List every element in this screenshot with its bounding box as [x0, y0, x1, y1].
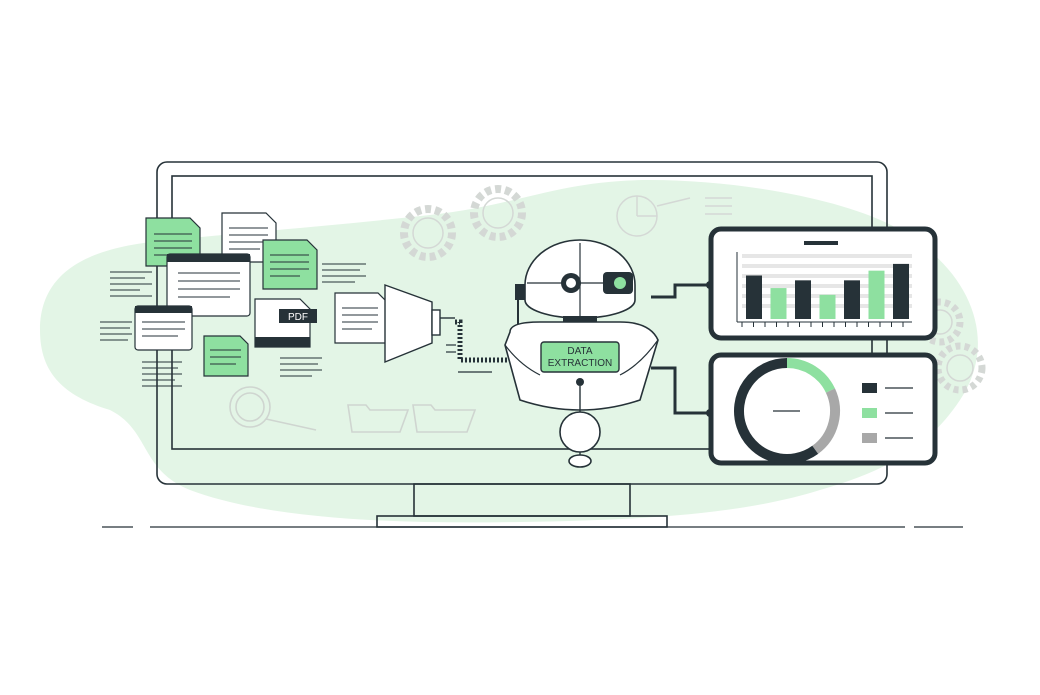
donut-segment [786, 358, 835, 393]
browser-window-icon [134, 305, 193, 351]
gear-icon [934, 342, 986, 394]
pdf-document-icon: PDF [254, 298, 317, 348]
bar [844, 280, 860, 319]
bar [893, 263, 909, 319]
bar [868, 270, 885, 319]
funnel-icon [384, 284, 455, 364]
donut-segment [734, 358, 819, 464]
document-icon [203, 335, 249, 377]
browser-window-icon [166, 253, 251, 317]
bar [770, 288, 787, 319]
pie-chart-icon [616, 195, 732, 237]
robot-connectors [651, 283, 710, 415]
bar [746, 275, 762, 319]
legend-swatch [862, 433, 877, 443]
gear-icon [400, 205, 456, 261]
pdf-label: PDF [288, 312, 308, 323]
legend-swatch [862, 383, 877, 393]
hose-connector [455, 319, 515, 363]
folder-icon [347, 404, 410, 433]
robot-badge-line2: EXTRACTION [548, 358, 612, 369]
document-icon [262, 239, 318, 290]
legend-swatch [862, 408, 877, 418]
donut-segment [812, 388, 840, 454]
text-lines [100, 263, 366, 387]
bar [795, 280, 811, 319]
gear-icon [470, 185, 526, 241]
hose-lines [446, 344, 492, 373]
bar-chart-panel [708, 226, 938, 341]
bar [819, 294, 836, 319]
folder-icon [412, 404, 477, 433]
robot-icon: DATA EXTRACTION [504, 239, 659, 468]
robot-badge-line1: DATA [567, 346, 593, 357]
magnifier-icon [229, 386, 317, 431]
donut-chart-panel [708, 352, 938, 466]
document-icon [334, 292, 387, 344]
